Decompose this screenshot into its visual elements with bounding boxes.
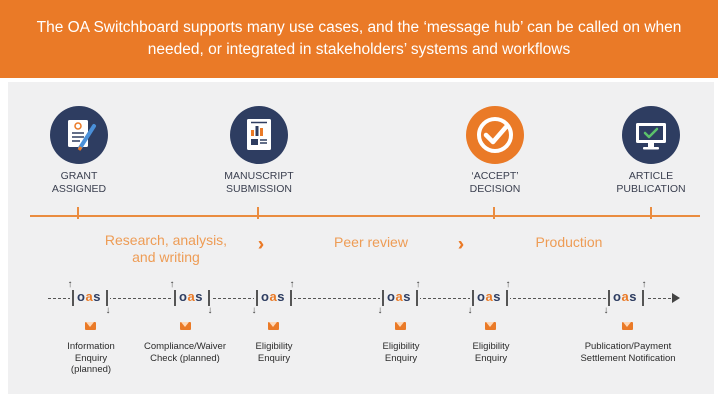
step-eligibility-enquiry: Eligibility Enquiry	[235, 341, 313, 364]
step-eligibility-enquiry: Eligibility Enquiry	[452, 341, 530, 364]
timeline-tick	[77, 207, 79, 219]
oas-logo: oas	[387, 289, 411, 304]
step-line-2: Check (planned)	[150, 352, 220, 364]
message-flow-line	[48, 298, 676, 299]
arrow-down-icon: ↓	[603, 305, 609, 316]
arrow-up-icon: ↑	[505, 279, 511, 290]
phase-peer-review: Peer review	[326, 234, 416, 251]
oas-hub-marker: ↑ ↓ oas	[170, 280, 213, 316]
accept-check-badge-icon	[466, 106, 524, 164]
arrow-up-icon: ↑	[289, 279, 295, 290]
phase-line-1: Production	[535, 234, 603, 250]
step-publication-notification: Publication/Payment Settlement Notificat…	[560, 341, 696, 364]
arrow-up-icon: ↑	[67, 279, 73, 290]
oas-logo: oas	[179, 289, 203, 304]
banner-line-1: The OA Switchboard supports many use cas…	[36, 19, 682, 36]
arrow-down-icon: ↓	[207, 305, 213, 316]
oas-logo: oas	[613, 289, 637, 304]
milestone-accept-decision: ‘ACCEPT’ DECISION	[452, 170, 538, 196]
milestone-line-1: MANUSCRIPT	[224, 170, 294, 182]
manuscript-report-icon	[230, 106, 288, 164]
oas-hub-marker: ↓ ↑ oas	[604, 280, 647, 316]
milestone-manuscript-submission: MANUSCRIPT SUBMISSION	[204, 170, 314, 196]
milestone-line-1: ‘ACCEPT’	[471, 170, 519, 182]
step-line-2: Enquiry	[384, 352, 418, 364]
milestone-line-2: ASSIGNED	[51, 183, 107, 195]
phase-line-1: Peer review	[334, 234, 408, 250]
step-line-1: Eligibility	[382, 341, 420, 352]
arrow-up-icon: ↑	[169, 279, 175, 290]
oas-logo: oas	[477, 289, 501, 304]
arrow-right-icon	[672, 293, 680, 303]
timeline-tick	[650, 207, 652, 219]
workflow-panel: GRANT ASSIGNED MANUSCRIPT SUBMISSION ‘AC…	[8, 82, 714, 394]
step-line-1: Publication/Payment	[584, 341, 672, 352]
monitor-check-icon	[622, 106, 680, 164]
banner-line-2: needed, or integrated in stakeholders’ s…	[147, 41, 571, 58]
timeline-line	[30, 215, 700, 217]
oas-hub-marker: ↓ ↑ oas	[468, 280, 511, 316]
step-line-3: (planned)	[70, 364, 112, 375]
step-information-enquiry: Information Enquiry (planned)	[50, 341, 132, 376]
milestone-line-1: ARTICLE	[628, 170, 674, 182]
header-banner: The OA Switchboard supports many use cas…	[0, 0, 718, 78]
step-line-1: Information	[67, 341, 115, 352]
timeline-tick	[257, 207, 259, 219]
milestone-line-2: SUBMISSION	[226, 183, 292, 195]
oas-hub-marker: ↓ ↑ oas	[252, 280, 295, 316]
milestone-line-1: GRANT	[60, 170, 98, 182]
milestone-article-publication: ARTICLE PUBLICATION	[602, 170, 700, 196]
oas-logo: oas	[77, 289, 101, 304]
arrow-down-icon: ↓	[105, 305, 111, 316]
step-line-2: Enquiry	[257, 352, 291, 364]
arrow-down-icon: ↓	[467, 305, 473, 316]
step-compliance-check: Compliance/Waiver Check (planned)	[130, 341, 240, 364]
envelope-icon	[180, 322, 191, 330]
oas-logo: oas	[261, 289, 285, 304]
step-line-2: Enquiry	[474, 352, 508, 364]
step-line-2: Settlement Notification	[580, 352, 676, 364]
arrow-down-icon: ↓	[251, 305, 257, 316]
milestone-line-2: DECISION	[469, 183, 521, 195]
phase-line-2: and writing	[132, 249, 200, 265]
step-line-1: Eligibility	[255, 341, 293, 352]
arrow-up-icon: ↑	[641, 279, 647, 290]
phase-research: Research, analysis, and writing	[92, 232, 240, 266]
oas-hub-marker: ↓ ↑ oas	[378, 280, 421, 316]
phase-line-1: Research, analysis,	[104, 232, 228, 248]
arrow-up-icon: ↑	[415, 279, 421, 290]
oas-hub-marker: ↑ ↓ oas	[68, 280, 111, 316]
envelope-icon	[622, 322, 633, 330]
envelope-icon	[485, 322, 496, 330]
envelope-icon	[85, 322, 96, 330]
step-line-1: Compliance/Waiver	[143, 341, 226, 352]
milestone-line-2: PUBLICATION	[616, 183, 686, 195]
milestone-grant-assigned: GRANT ASSIGNED	[38, 170, 120, 196]
step-line-2: Enquiry	[74, 352, 108, 364]
step-eligibility-enquiry: Eligibility Enquiry	[362, 341, 440, 364]
arrow-down-icon: ↓	[377, 305, 383, 316]
step-line-1: Eligibility	[472, 341, 510, 352]
envelope-icon	[395, 322, 406, 330]
timeline-tick	[493, 207, 495, 219]
envelope-icon	[268, 322, 279, 330]
grant-document-icon	[50, 106, 108, 164]
phase-production: Production	[524, 234, 614, 251]
